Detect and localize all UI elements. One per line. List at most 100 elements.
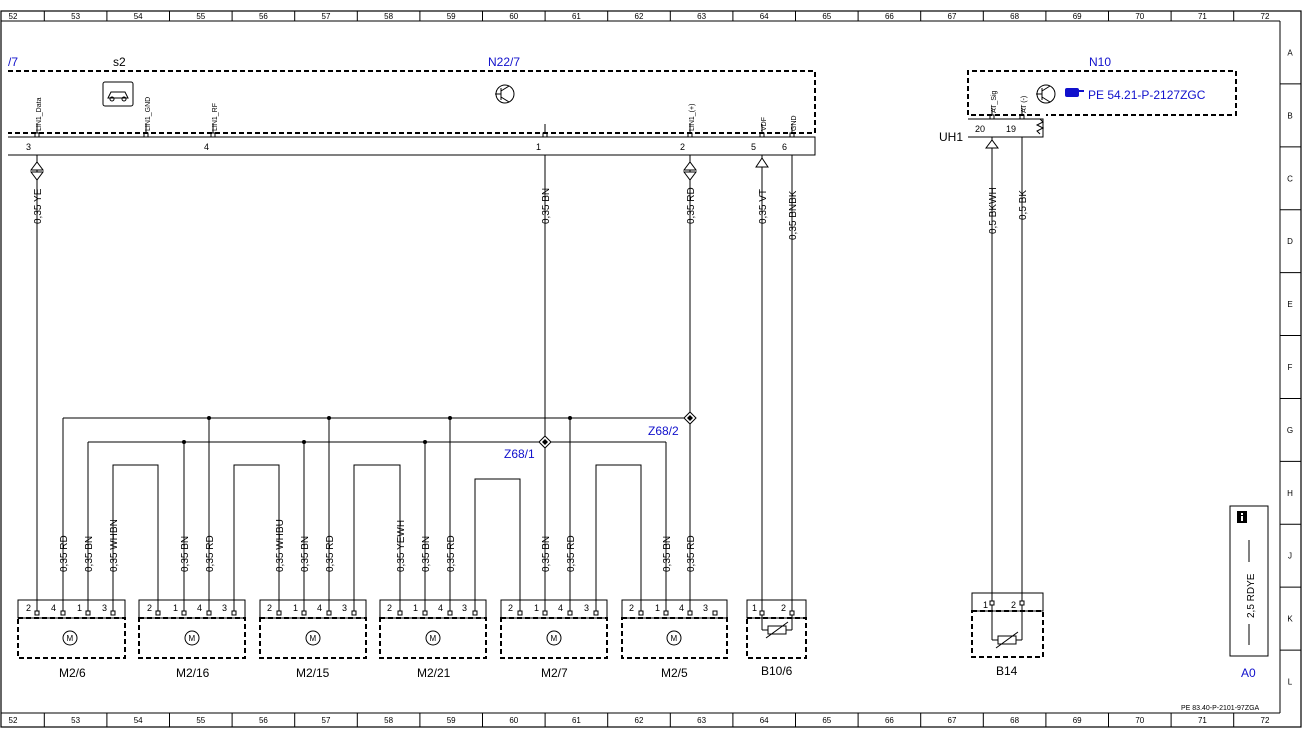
row-label: J xyxy=(1288,552,1292,561)
wire-label: 0,35 WHBN xyxy=(109,519,120,572)
svg-text:M: M xyxy=(67,634,74,643)
pin-label: 1 xyxy=(534,603,539,613)
motor-m2-21: 2 1 4 3 M M2/21 xyxy=(379,599,487,680)
pin-label: 4 xyxy=(317,603,322,613)
column-label: 56 xyxy=(259,716,268,725)
wire-label: 0,35 BN xyxy=(300,536,311,572)
column-label: 67 xyxy=(948,12,957,21)
pin-label: 1 xyxy=(77,603,82,613)
pin-label: 3 xyxy=(584,603,589,613)
n10-reference-link[interactable]: PE 54.21-P-2127ZGC xyxy=(1088,88,1206,102)
row-label: L xyxy=(1288,678,1293,687)
n10-pin: 20 xyxy=(975,124,985,134)
motor-label: M2/5 xyxy=(661,666,688,680)
pin-label: 1 xyxy=(293,603,298,613)
column-label: 65 xyxy=(822,12,831,21)
column-label: 58 xyxy=(384,716,393,725)
wire-label: 0,35 BNBK xyxy=(788,190,799,240)
scale-ticks xyxy=(43,11,1301,727)
module-n10: N10 UH1 PE 54.21-P-2127ZGC AT_Sig AT (-)… xyxy=(939,55,1237,144)
column-label: 55 xyxy=(196,716,205,725)
motor-label: M2/21 xyxy=(417,666,451,680)
column-label: 66 xyxy=(885,12,894,21)
column-label: 56 xyxy=(259,12,268,21)
module-n22-7: /7 s2 N22/7 LIN1_Data LIN1_GND LI xyxy=(8,55,816,156)
sensor-b14: 1 2 B14 xyxy=(971,592,1044,678)
column-label: 54 xyxy=(134,716,143,725)
wire-label: 0,35 RD xyxy=(205,535,216,572)
wire-label: 0,35 RD xyxy=(686,535,697,572)
pin-label: 2 xyxy=(267,603,272,613)
thermistor-icon xyxy=(991,605,1023,649)
column-label: 69 xyxy=(1073,716,1082,725)
sensor-label: B10/6 xyxy=(761,664,793,678)
svg-text:M: M xyxy=(310,634,317,643)
motor-icon: M xyxy=(425,630,441,646)
splice-z68-2 xyxy=(683,411,697,425)
column-label: 55 xyxy=(196,12,205,21)
motor-icon: M xyxy=(666,630,682,646)
connector-arrows xyxy=(30,139,999,181)
wire-label: 0,35 BN xyxy=(421,536,432,572)
column-label: 68 xyxy=(1010,12,1019,21)
z68-1-label: Z68/1 xyxy=(504,447,535,461)
pin-label: 3 xyxy=(703,603,708,613)
wire-label: 0,35 WHBU xyxy=(275,519,286,572)
wire-label: 0,35 BN xyxy=(541,188,552,224)
wire-label: 0,35 BN xyxy=(180,536,191,572)
wire-label: 0,35 RD xyxy=(59,535,70,572)
column-label: 63 xyxy=(697,12,706,21)
bus-lines xyxy=(62,417,686,611)
sensor-b10-6: 1 2 B10/6 xyxy=(746,599,807,678)
column-label: 60 xyxy=(509,12,518,21)
wire-label: 0,35 RD xyxy=(446,535,457,572)
signal-lin1-data: LIN1_Data xyxy=(36,97,43,131)
n10-label: N10 xyxy=(1089,55,1111,69)
n10-pin: 19 xyxy=(1006,124,1016,134)
motor-label: M2/15 xyxy=(296,666,330,680)
motor-label: M2/6 xyxy=(59,666,86,680)
pin-label: 2 xyxy=(781,603,786,613)
column-label: 59 xyxy=(447,12,456,21)
column-label: 53 xyxy=(71,716,80,725)
column-label: 65 xyxy=(822,716,831,725)
svg-text:M: M xyxy=(430,634,437,643)
left-module-label: /7 xyxy=(8,55,18,69)
column-label: 64 xyxy=(760,716,769,725)
n22-7-connector-strip xyxy=(8,136,816,156)
legend-label: A0 xyxy=(1241,666,1256,680)
car-switch-icon xyxy=(102,81,134,107)
resistor-stub-icon xyxy=(1035,118,1045,135)
row-label: K xyxy=(1287,615,1293,624)
n22-7-pin-stubs xyxy=(34,124,795,138)
column-label: 61 xyxy=(572,12,581,21)
pin-label: 1 xyxy=(413,603,418,613)
wire-label: 0,35 RD xyxy=(325,535,336,572)
n22-pin: 6 xyxy=(782,142,787,152)
frame-border xyxy=(0,10,1302,728)
s2-label: s2 xyxy=(113,55,126,69)
motor-m2-7: 2 1 4 3 M M2/7 xyxy=(500,599,608,680)
pin-label: 3 xyxy=(342,603,347,613)
svg-text:M: M xyxy=(189,634,196,643)
transistor-icon xyxy=(1036,84,1056,104)
n22-7-outline xyxy=(8,70,816,134)
pin-label: 1 xyxy=(173,603,178,613)
pin-label: 2 xyxy=(26,603,31,613)
legend-box: 2,5 RDYE A0 xyxy=(1229,505,1269,680)
signal-at-sig: AT_Sig xyxy=(991,90,998,113)
pin-label: 4 xyxy=(679,603,684,613)
column-label: 59 xyxy=(447,716,456,725)
wire-label: 0,5 BKWH xyxy=(988,187,999,234)
motor-wires xyxy=(112,418,642,611)
document-reference: PE 83.40-P-2101-97ZGA xyxy=(1181,705,1260,712)
column-label: 72 xyxy=(1261,716,1270,725)
pin-label: 4 xyxy=(438,603,443,613)
row-label: F xyxy=(1288,363,1293,372)
pin-label: 4 xyxy=(197,603,202,613)
signal-lin1-rf: LIN1_RF xyxy=(212,103,219,131)
pin-label: 4 xyxy=(51,603,56,613)
